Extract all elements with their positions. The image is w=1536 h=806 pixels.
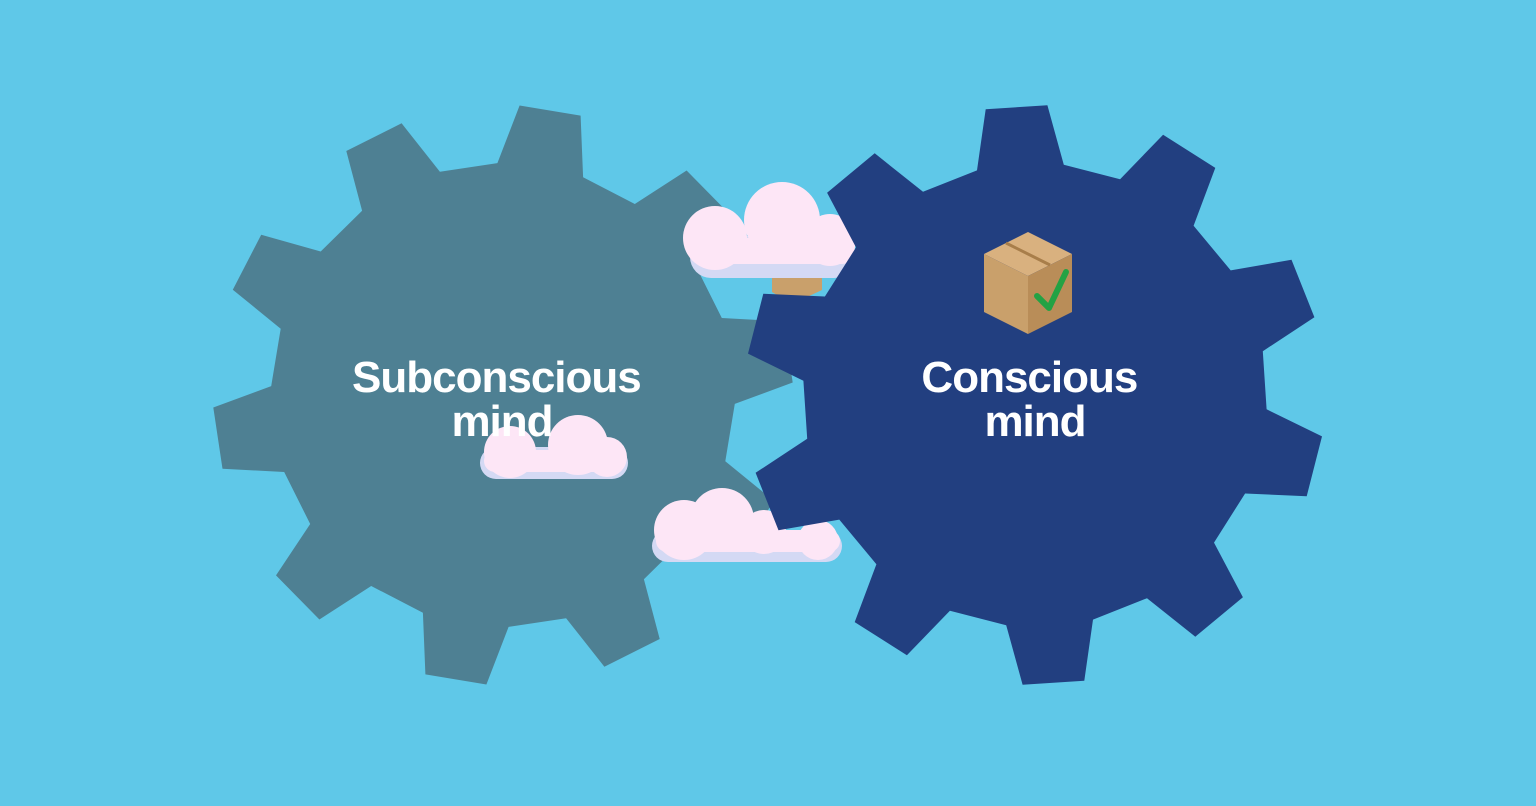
conscious-label-line1: Conscious [921,353,1137,402]
cloud-icon [683,182,856,278]
conscious-label: Conscious mind [921,353,1148,446]
cloud-icon [480,415,628,479]
box-icon [984,232,1072,334]
gear-icon [748,105,1322,685]
cloud-middle [480,415,628,479]
subconscious-label: Subconscious mind [352,353,652,446]
conscious-gear [748,105,1322,685]
checkmark-icon [1034,269,1069,311]
cloud-icon [652,488,842,562]
cloud-upper [683,182,856,304]
subconscious-label-line1: Subconscious [352,353,641,402]
cloud-lower [652,488,842,562]
subconscious-gear [213,105,793,685]
subconscious-label-line2: mind [451,397,552,446]
conscious-label-line2: mind [984,397,1085,446]
gear-icon [213,105,793,685]
